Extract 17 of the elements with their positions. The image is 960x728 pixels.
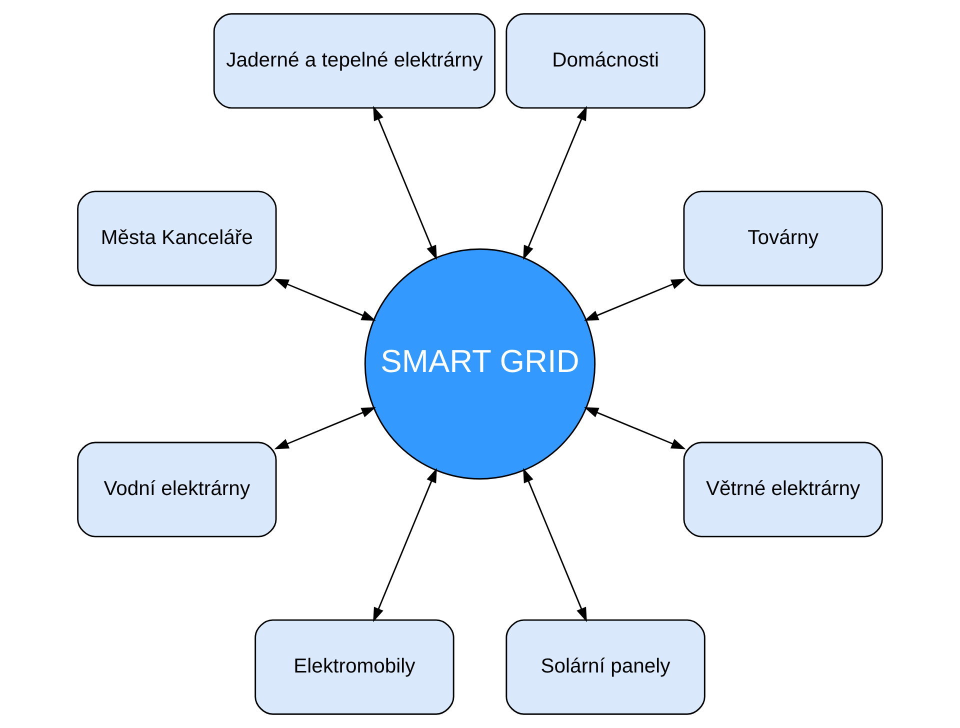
- arrow: [274, 278, 376, 321]
- arrow: [523, 106, 587, 260]
- node-box: Továrny: [683, 190, 883, 286]
- node-box: Města Kanceláře: [77, 190, 277, 286]
- arrow: [523, 468, 587, 622]
- node-box: Elektromobily: [254, 619, 454, 715]
- arrow: [274, 407, 376, 450]
- arrow: [584, 407, 686, 450]
- node-box: Solární panely: [506, 619, 706, 715]
- node-box: Domácnosti: [506, 13, 706, 109]
- node-box: Vodní elektrárny: [77, 442, 277, 538]
- arrow: [373, 468, 437, 622]
- node-circle: SMART GRID: [364, 248, 596, 480]
- node-box: Větrné elektrárny: [683, 442, 883, 538]
- arrow: [373, 106, 437, 260]
- arrow: [584, 278, 686, 321]
- node-box: Jaderné a tepelné elektrárny: [213, 13, 496, 109]
